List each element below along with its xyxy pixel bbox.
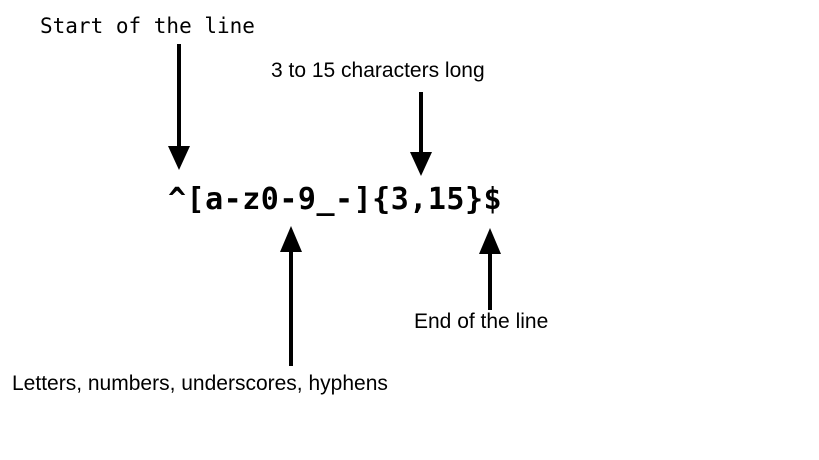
annotation-length-range-label: 3 to 15 characters long bbox=[271, 59, 485, 82]
arrow-up-allowed-characters bbox=[272, 226, 312, 366]
annotation-allowed-characters-label: Letters, numbers, underscores, hyphens bbox=[12, 372, 388, 395]
annotation-end-of-line-label: End of the line bbox=[414, 310, 549, 333]
arrow-down-start-of-line bbox=[160, 44, 200, 174]
arrow-down-length-range bbox=[402, 92, 442, 180]
regex-expression: ^[a-z0-9_-]{3,15}$ bbox=[168, 182, 503, 217]
arrow-up-end-of-line bbox=[471, 228, 511, 310]
annotation-start-of-line-label: Start of the line bbox=[40, 14, 255, 38]
